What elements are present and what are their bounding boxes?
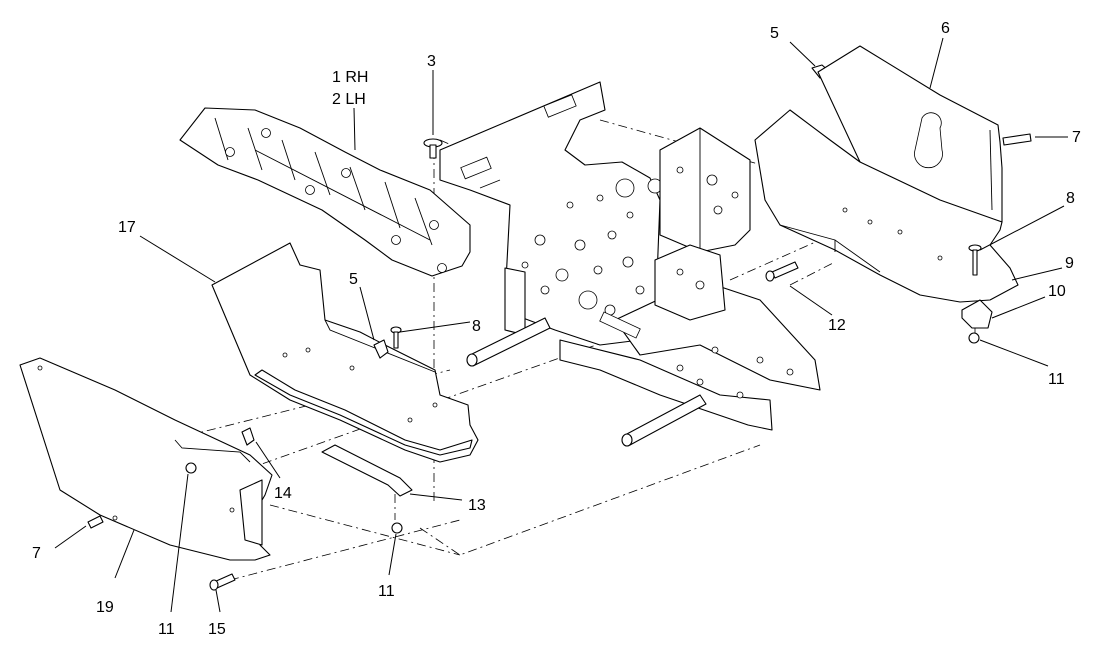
nut-part-11-front [185, 462, 197, 474]
callout-11-right: 11 [1048, 371, 1065, 388]
footrest-plate-part-1-2 [179, 107, 471, 277]
callout-9: 9 [1065, 255, 1074, 272]
leader-lines [54, 37, 1068, 613]
nut-part-11-center [391, 522, 403, 534]
callout-10: 10 [1048, 283, 1066, 300]
callout-1rh: 1 RH [332, 69, 368, 86]
callout-8-left: 8 [472, 318, 481, 335]
callout-15: 15 [208, 621, 226, 638]
bolt-part-12 [765, 261, 799, 282]
callout-11-front: 11 [158, 621, 175, 638]
callout-14: 14 [274, 485, 292, 502]
callout-7-left: 7 [32, 545, 41, 562]
nut-part-11-right [968, 332, 980, 344]
bolt-part-7-left [87, 515, 104, 529]
rear-panel-part-6 [817, 45, 1003, 223]
side-panel-part-9 [754, 109, 1019, 303]
main-frame [439, 81, 821, 447]
pin-part-8-right [968, 244, 982, 276]
callout-6: 6 [941, 20, 950, 37]
clip-part-14 [241, 427, 255, 446]
callout-13: 13 [468, 497, 486, 514]
callout-5-top: 5 [770, 25, 779, 42]
callout-12: 12 [828, 317, 846, 334]
bolt-part-15 [209, 573, 236, 591]
callout-labels: 1 RH 2 LH 3 5 6 7 8 9 10 11 12 17 5 8 14… [32, 20, 1081, 638]
front-shield-part-19 [19, 357, 273, 561]
bolt-part-7-right [1002, 133, 1032, 146]
brace-part-13 [321, 444, 413, 497]
clevis-pin-part-3 [423, 138, 443, 159]
callout-7-right: 7 [1072, 129, 1081, 146]
callout-19: 19 [96, 599, 114, 616]
floor-panel-part-17 [211, 242, 479, 463]
pin-part-8-left [390, 326, 402, 349]
callout-17: 17 [118, 219, 136, 236]
callout-3: 3 [427, 53, 436, 70]
callout-11-center: 11 [378, 583, 395, 600]
bracket-part-10 [961, 299, 993, 329]
callout-8-right: 8 [1066, 190, 1075, 207]
clip-nut-part-5-left [373, 339, 389, 359]
callout-2lh: 2 LH [332, 91, 366, 108]
callout-5-left: 5 [349, 271, 358, 288]
